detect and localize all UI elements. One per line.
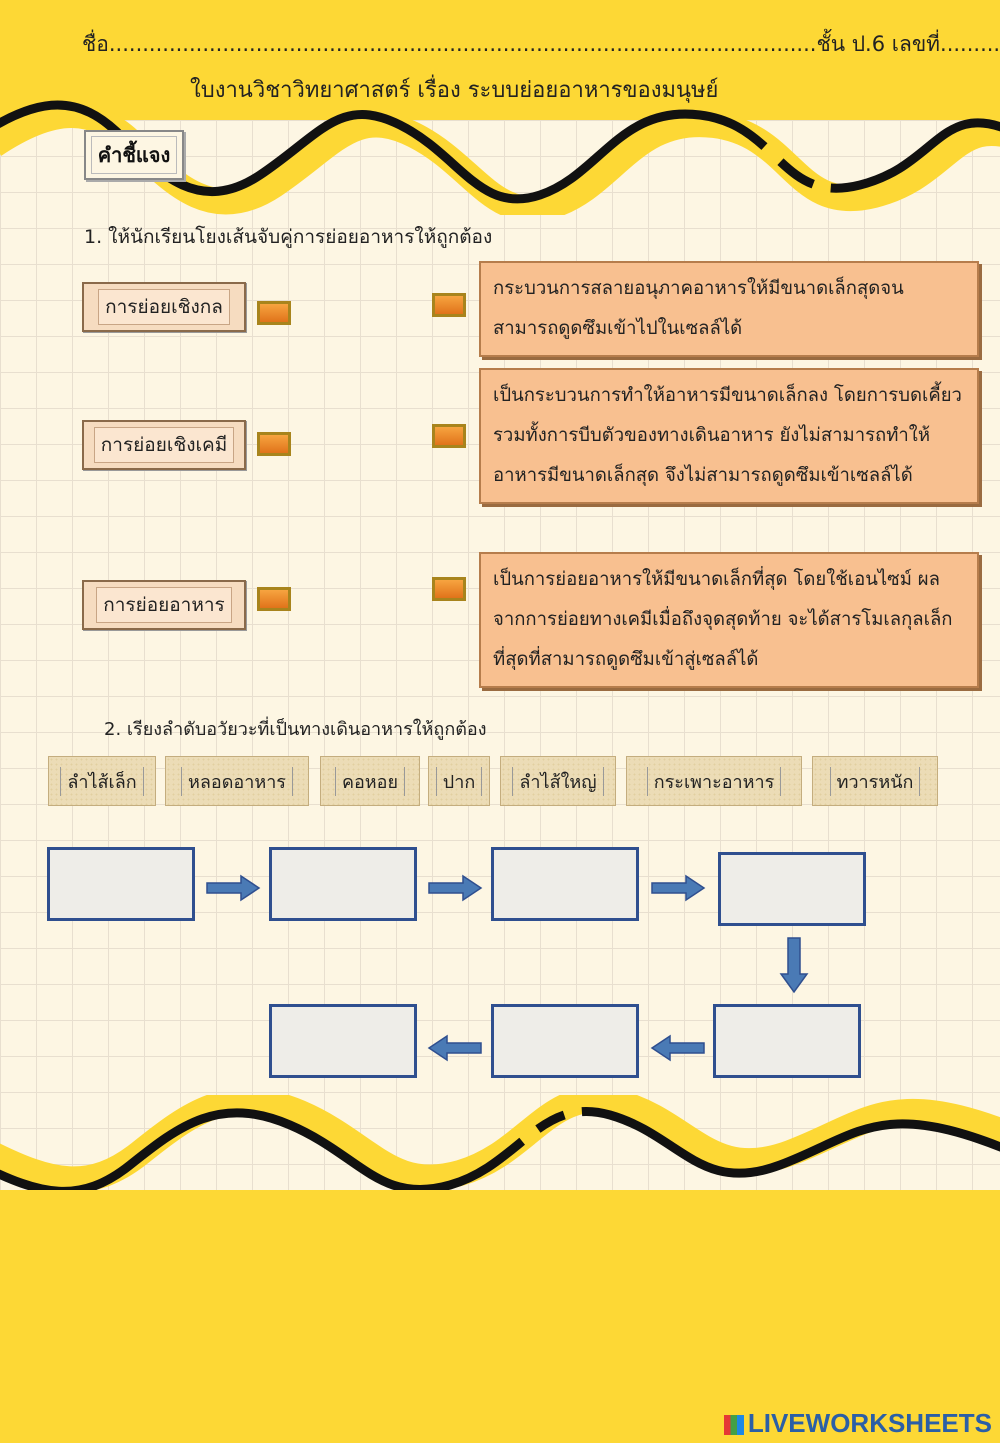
question-2-prompt: 2. เรียงลำดับอวัยวะที่เป็นทางเดินอาหารให… [104, 719, 487, 740]
answer-slot-1[interactable] [47, 847, 195, 921]
match-point-right-1[interactable] [432, 293, 466, 317]
student-name-line[interactable]: ชื่อ....................................… [82, 32, 1000, 56]
worksheet-title: ใบงานวิชาวิทยาศาสตร์ เรื่อง ระบบย่อยอาหา… [190, 78, 719, 103]
match-point-left-3[interactable] [257, 587, 291, 611]
bottom-yellow-band [0, 1190, 1000, 1443]
match-point-left-2[interactable] [257, 432, 291, 456]
question-1-prompt: 1. ให้นักเรียนโยงเส้นจับคู่การย่อยอาหารใ… [84, 226, 493, 248]
answer-slot-2[interactable] [269, 847, 417, 921]
match-point-left-1[interactable] [257, 301, 291, 325]
word-card[interactable]: กระเพาะอาหาร [626, 756, 802, 806]
answer-slot-7[interactable] [269, 1004, 417, 1078]
arrow-down-icon [779, 937, 809, 994]
definition-box-3: เป็นการย่อยอาหารให้มีขนาดเล็กที่สุด โดยใ… [479, 552, 979, 688]
definition-box-2: เป็นกระบวนการทำให้อาหารมีขนาดเล็กลง โดยก… [479, 368, 979, 504]
word-card-label: ปาก [435, 766, 483, 796]
word-card[interactable]: คอหอย [320, 756, 420, 806]
term-mechanical-digestion: การย่อยเชิงกล [82, 282, 246, 332]
word-card[interactable]: ปาก [428, 756, 490, 806]
answer-slot-6[interactable] [491, 1004, 639, 1078]
term-label: การย่อยเชิงเคมี [93, 427, 235, 463]
arrow-left-icon [427, 1034, 482, 1062]
instructions-label-text: คำชี้แจง [90, 136, 178, 174]
word-card-label: ลำไส้ใหญ่ [512, 766, 604, 796]
word-card[interactable]: ลำไส้ใหญ่ [500, 756, 616, 806]
word-card[interactable]: ลำไส้เล็ก [48, 756, 156, 806]
word-card-label: หลอดอาหาร [181, 766, 293, 796]
arrow-right-icon [428, 874, 483, 902]
arrow-right-icon [651, 874, 706, 902]
answer-slot-4[interactable] [718, 852, 866, 926]
word-card-label: คอหอย [334, 766, 406, 796]
term-label: การย่อยอาหาร [96, 587, 232, 623]
word-card[interactable]: ทวารหนัก [812, 756, 938, 806]
arrow-left-icon [650, 1034, 705, 1062]
answer-slot-3[interactable] [491, 847, 639, 921]
liveworksheets-logo-icon [723, 1415, 744, 1436]
definition-box-1: กระบวนการสลายอนุภาคอาหารให้มีขนาดเล็กสุด… [479, 261, 979, 357]
liveworksheets-logo: LIVEWORKSHEETS [723, 1408, 992, 1439]
word-card-label: ลำไส้เล็ก [60, 766, 144, 796]
term-food-digestion: การย่อยอาหาร [82, 580, 246, 630]
bottom-wave-decoration [0, 1095, 1000, 1196]
answer-slot-5[interactable] [713, 1004, 861, 1078]
match-point-right-3[interactable] [432, 577, 466, 601]
arrow-right-icon [206, 874, 261, 902]
term-label: การย่อยเชิงกล [98, 289, 230, 325]
word-card[interactable]: หลอดอาหาร [165, 756, 309, 806]
instructions-label: คำชี้แจง [84, 130, 184, 180]
word-card-label: กระเพาะอาหาร [646, 766, 782, 796]
watermark-text: LIVEWORKSHEETS [747, 1408, 992, 1438]
match-point-right-2[interactable] [432, 424, 466, 448]
word-card-label: ทวารหนัก [829, 766, 921, 796]
term-chemical-digestion: การย่อยเชิงเคมี [82, 420, 246, 470]
